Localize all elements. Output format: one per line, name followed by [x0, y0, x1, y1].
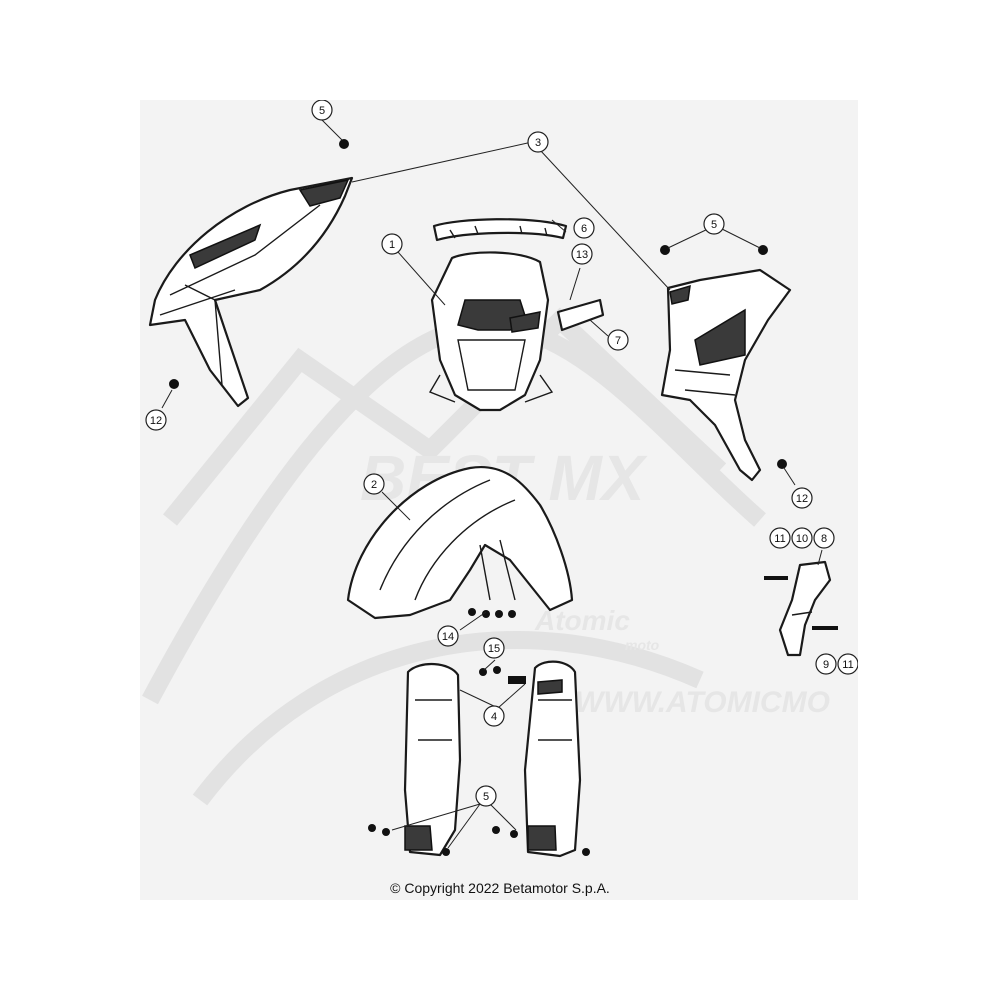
copyright-notice: © Copyright 2022 Betamotor S.p.A. — [390, 880, 610, 896]
radiator-shroud-left — [148, 176, 354, 408]
callout-6: 6 — [573, 217, 595, 239]
callout-1: 1 — [381, 233, 403, 255]
fork-guard-right — [523, 660, 582, 858]
callout-label: 5 — [319, 105, 325, 117]
callout-10: 10 — [791, 527, 813, 549]
callout-label: 11 — [842, 659, 853, 671]
callout-9: 9 — [815, 653, 837, 675]
callout-11-bottom: 11 — [837, 653, 858, 675]
callout-label: 8 — [821, 533, 827, 545]
callout-label: 2 — [371, 479, 377, 491]
callout-7: 7 — [607, 329, 629, 351]
callout-label: 1 — [389, 239, 395, 251]
callout-label: 5 — [483, 791, 489, 803]
watermark-brand-sub: moto — [625, 637, 660, 653]
callout-5-right: 5 — [703, 213, 725, 235]
callout-label: 3 — [535, 137, 541, 149]
callout-14: 14 — [437, 625, 459, 647]
front-fender — [346, 465, 574, 620]
fork-guard-left — [403, 663, 462, 857]
callout-15: 15 — [483, 637, 505, 659]
watermark-url: WWW.ATOMICMO — [575, 686, 830, 719]
callout-label: 13 — [576, 249, 588, 261]
callout-label: 7 — [615, 335, 621, 347]
callout-label: 14 — [442, 631, 454, 643]
callout-11-top: 11 — [769, 527, 791, 549]
fasteners — [169, 139, 838, 856]
callout-3: 3 — [527, 131, 549, 153]
reflector — [556, 298, 605, 332]
callout-label: 10 — [796, 533, 808, 545]
callout-label: 11 — [774, 533, 785, 545]
callout-2: 2 — [363, 473, 385, 495]
callout-8: 8 — [813, 527, 835, 549]
callout-label: 9 — [823, 659, 829, 671]
callout-5-top: 5 — [311, 100, 333, 121]
leader-lines — [161, 119, 823, 849]
callout-5-bottom: 5 — [475, 785, 497, 807]
bracket — [778, 560, 832, 657]
exploded-parts-diagram: BEST MX Atomic moto WWW.ATOMICMO — [142, 100, 858, 858]
callout-label: 12 — [150, 415, 162, 427]
callout-label: 5 — [711, 219, 717, 231]
callout-12-left: 12 — [145, 409, 167, 431]
callout-label: 4 — [491, 711, 497, 723]
callout-12-right: 12 — [791, 487, 813, 509]
diagram-canvas: BEST MX Atomic moto WWW.ATOMICMO — [140, 100, 858, 900]
radiator-shroud-right — [660, 268, 792, 482]
callout-13: 13 — [571, 243, 593, 265]
callout-label: 15 — [488, 643, 500, 655]
callout-4: 4 — [483, 705, 505, 727]
headlight-mask-strip — [432, 218, 568, 242]
headlight-mask — [428, 251, 554, 412]
callout-label: 6 — [581, 223, 587, 235]
callout-label: 12 — [796, 493, 808, 505]
